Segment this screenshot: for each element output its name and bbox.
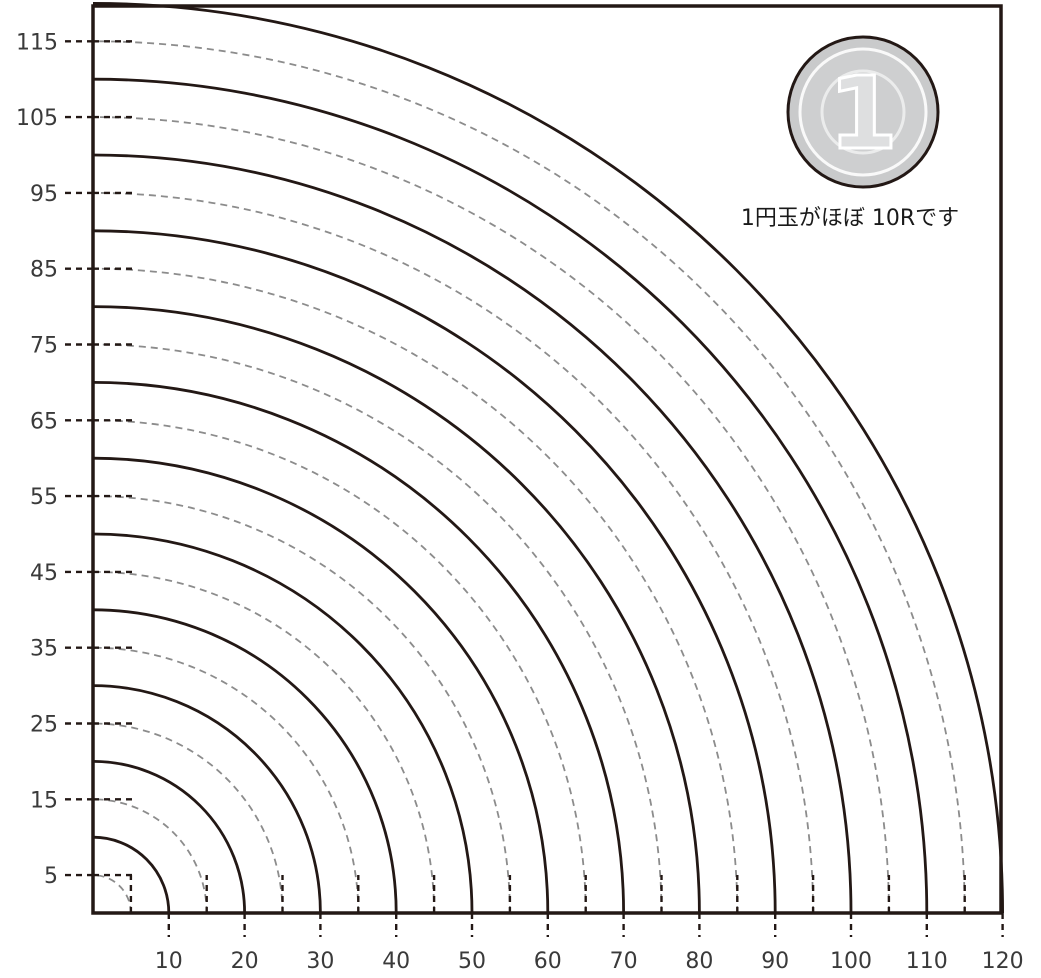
- y-tick-label: 75: [30, 334, 58, 359]
- x-tick-label: 50: [458, 949, 486, 974]
- solid-arc: [92, 684, 322, 914]
- x-tick-label: 110: [906, 949, 948, 974]
- x-tick-label: 60: [534, 949, 562, 974]
- x-tick-label: 90: [761, 949, 789, 974]
- dashed-arc: [92, 798, 208, 914]
- x-tick-label: 100: [830, 949, 872, 974]
- y-tick-label: 65: [30, 409, 58, 434]
- coin-glyph: 1: [828, 55, 898, 172]
- x-tick-label: 10: [155, 949, 183, 974]
- dashed-arc: [92, 192, 814, 914]
- y-tick-label: 85: [30, 258, 58, 283]
- one-yen-coin-icon: 1: [786, 35, 940, 189]
- solid-arc: [92, 608, 398, 914]
- dashed-arc: [92, 343, 663, 914]
- tick-layer: [65, 40, 1004, 937]
- solid-arc: [92, 229, 777, 914]
- y-tick-label: 25: [30, 713, 58, 738]
- x-tick-label: 80: [685, 949, 713, 974]
- dashed-arc: [92, 40, 966, 914]
- dashed-arc: [92, 267, 739, 914]
- dashed-arc: [92, 722, 284, 914]
- y-tick-label: 5: [44, 864, 58, 889]
- dashed-arc: [92, 116, 890, 914]
- x-tick-label: 40: [382, 949, 410, 974]
- solid-arc: [92, 153, 853, 914]
- y-tick-label: 95: [30, 182, 58, 207]
- x-tick-label: 120: [982, 949, 1024, 974]
- solid-arc: [92, 532, 474, 914]
- dashed-arc: [92, 419, 587, 914]
- x-tick-label: 30: [306, 949, 334, 974]
- coin-caption: 1円玉がほぼ 10Rです: [740, 206, 960, 231]
- dashed-arc: [92, 495, 511, 914]
- dashed-arc: [92, 571, 435, 914]
- x-tick-label: 70: [610, 949, 638, 974]
- y-tick-label: 15: [30, 788, 58, 813]
- solid-arc: [92, 305, 701, 914]
- x-tick-label: 20: [231, 949, 259, 974]
- y-tick-label: 105: [16, 106, 58, 131]
- arc-layer: [92, 2, 1004, 914]
- solid-arc: [92, 760, 246, 914]
- solid-arc: [92, 2, 1004, 914]
- y-tick-label: 45: [30, 561, 58, 586]
- y-tick-label: 55: [30, 485, 58, 510]
- frame-border: [91, 4, 1003, 915]
- solid-arc: [92, 835, 171, 914]
- y-tick-label: 35: [30, 637, 58, 662]
- solid-arc: [92, 381, 625, 914]
- dashed-arc: [92, 874, 132, 914]
- dashed-arc: [92, 646, 360, 914]
- tick-label-layer: 10 20 30 40 50 60 70 80 90 100 110 120 5 15 25 35 45 55 65…: [16, 30, 1024, 974]
- solid-arc: [92, 77, 929, 914]
- y-tick-label: 115: [16, 30, 58, 55]
- solid-arc: [92, 456, 550, 914]
